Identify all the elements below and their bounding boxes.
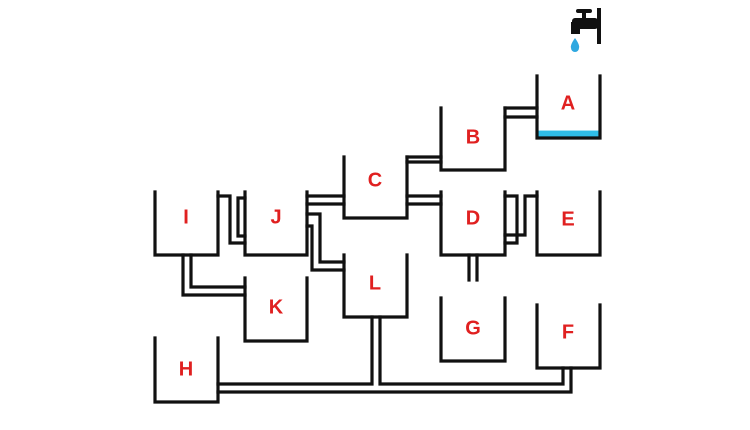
- tank-i: [153, 190, 220, 257]
- tank-label-a: A: [561, 92, 575, 114]
- tank-label-j: J: [270, 206, 281, 228]
- tank-k: [243, 276, 309, 343]
- tank-j: [243, 190, 309, 257]
- tank-label-e: E: [561, 208, 574, 230]
- tank-l: [342, 253, 409, 319]
- tank-label-f: F: [562, 321, 574, 343]
- tank-label-i: I: [183, 206, 189, 228]
- pipes: [181, 106, 573, 394]
- tank-e: [535, 190, 602, 257]
- tank-g: [439, 296, 507, 363]
- tank-label-l: L: [369, 272, 381, 294]
- tank-c: [342, 155, 409, 220]
- tank-label-c: C: [368, 169, 382, 191]
- tank-b: [439, 106, 507, 172]
- tank-label-h: H: [179, 358, 193, 380]
- faucet-icon: [571, 8, 601, 44]
- tank-h: [153, 336, 220, 404]
- tank-label-b: B: [466, 126, 480, 148]
- tank-label-g: G: [465, 317, 481, 339]
- tank-f: [535, 303, 602, 370]
- water-drop-icon: [570, 38, 580, 52]
- tank-label-k: K: [269, 296, 284, 318]
- tank-label-d: D: [466, 207, 480, 229]
- tank-a-water: [537, 130, 600, 138]
- tank-d: [439, 190, 507, 257]
